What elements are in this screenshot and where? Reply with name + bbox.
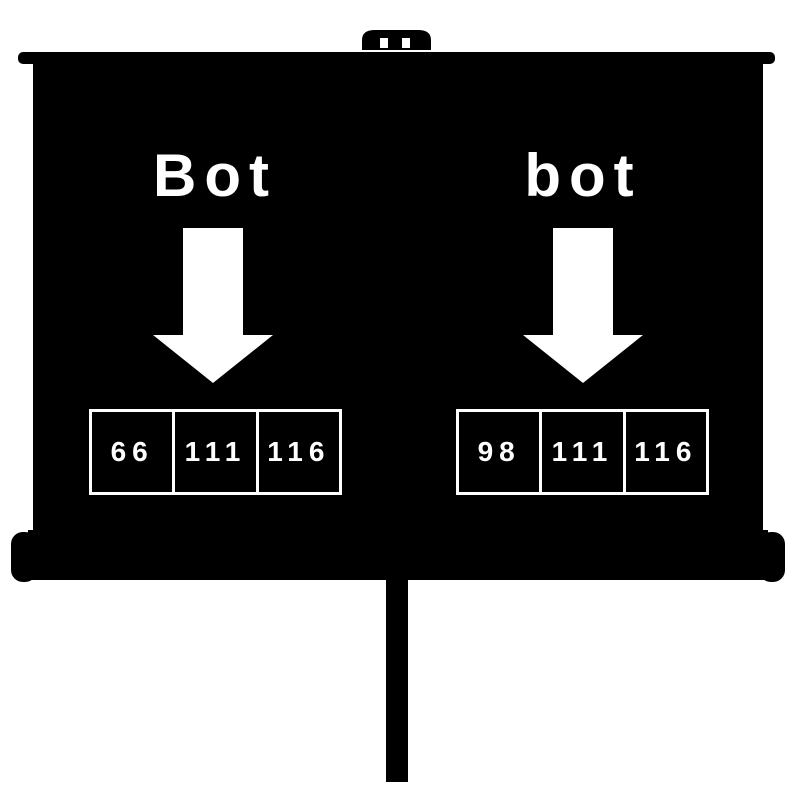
- left-word: Bot: [153, 142, 277, 209]
- code-cell: 66: [92, 412, 176, 492]
- right-word: bot: [524, 142, 642, 209]
- roller-cap-right: [759, 532, 785, 582]
- stand-pole: [386, 570, 408, 782]
- code-cell: 111: [542, 412, 626, 492]
- screen-handle: [362, 30, 431, 50]
- roller-cap-left: [11, 532, 37, 582]
- code-cell: 116: [634, 436, 698, 467]
- right-code-boxes: 98 111 116: [456, 409, 709, 495]
- code-cell: 111: [175, 412, 259, 492]
- code-cell: 98: [459, 412, 543, 492]
- down-arrow-icon: [153, 228, 273, 383]
- screen-surface: [33, 58, 763, 538]
- left-code-boxes: 66 111 116: [89, 409, 342, 495]
- code-cell: 116: [267, 436, 331, 467]
- down-arrow-icon: [523, 228, 643, 383]
